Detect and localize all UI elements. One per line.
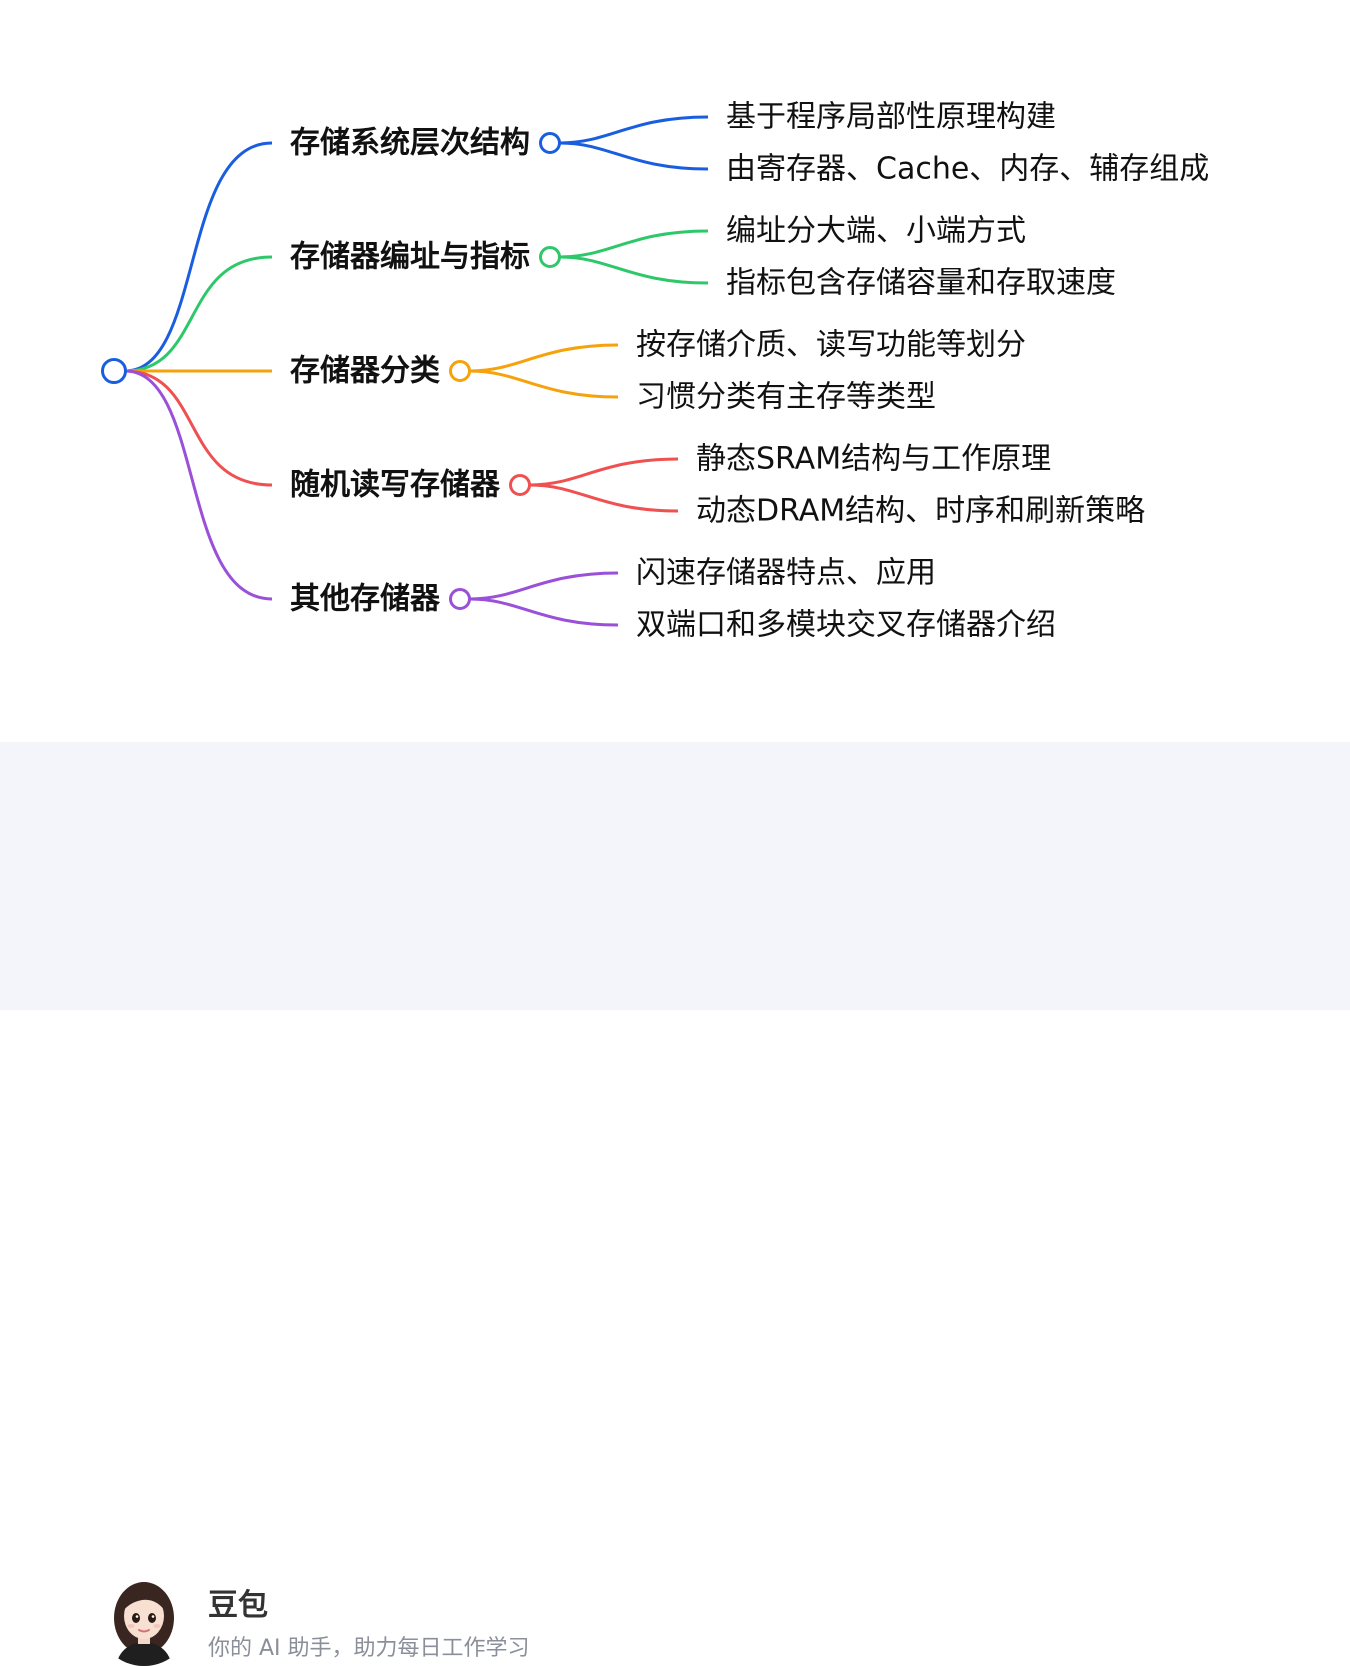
leaf-connector (559, 229, 709, 259)
mindmap-diagram: 存储系统层次结构 基于程序局部性原理构建由寄存器、Cache、内存、辅存组成存储器… (101, 100, 1209, 643)
leaf-connector (529, 483, 679, 513)
brand-tagline: 你的 AI 助手，助力每日工作学习 (208, 1636, 530, 1661)
branch-label[interactable]: 存储器分类 (290, 354, 440, 389)
branch-node[interactable] (509, 474, 531, 496)
avatar (96, 1570, 192, 1666)
leaf-connector (469, 369, 619, 399)
leaf-label[interactable]: 双端口和多模块交叉存储器介绍 (636, 608, 1056, 643)
branch-node[interactable] (449, 360, 471, 382)
branch-node[interactable] (539, 132, 561, 154)
branch-connector (124, 369, 273, 601)
mindmap-nodes: 存储系统层次结构 基于程序局部性原理构建由寄存器、Cache、内存、辅存组成存储器… (290, 100, 1209, 643)
branch-connector (124, 255, 273, 373)
leaf-label[interactable]: 由寄存器、Cache、内存、辅存组成 (726, 152, 1209, 187)
leaf-connector (559, 115, 709, 145)
leaf-label[interactable]: 动态DRAM结构、时序和刷新策略 (696, 494, 1145, 529)
leaf-label[interactable]: 静态SRAM结构与工作原理 (696, 442, 1051, 477)
leaf-label[interactable]: 编址分大端、小端方式 (726, 214, 1026, 249)
leaf-connector (469, 597, 619, 627)
leaf-label[interactable]: 闪速存储器特点、应用 (636, 556, 936, 591)
avatar-illustration (96, 1570, 192, 1666)
mindmap-edges (124, 115, 709, 627)
branch-label[interactable]: 存储系统层次结构 (290, 126, 530, 161)
leaf-label[interactable]: 指标包含存储容量和存取速度 (726, 266, 1116, 301)
branch-label[interactable]: 随机读写存储器 (290, 468, 501, 503)
leaf-connector (469, 343, 619, 373)
branch-connector (124, 369, 273, 487)
footer-banner: 豆包 你的 AI 助手，助力每日工作学习 (0, 742, 1350, 1666)
leaf-connector (559, 255, 709, 285)
root-node[interactable] (101, 358, 127, 384)
leaf-connector (529, 457, 679, 487)
leaf-label[interactable]: 习惯分类有主存等类型 (636, 380, 936, 415)
branch-label[interactable]: 其他存储器 (290, 582, 441, 617)
branch-label[interactable]: 存储器编址与指标 (290, 240, 530, 275)
branch-connector (124, 141, 273, 373)
brand-name: 豆包 (208, 1588, 268, 1623)
branch-node[interactable] (449, 588, 471, 610)
leaf-label[interactable]: 基于程序局部性原理构建 (726, 100, 1056, 135)
leaf-connector (559, 141, 709, 171)
leaf-connector (469, 571, 619, 601)
branch-node[interactable] (539, 246, 561, 268)
leaf-label[interactable]: 按存储介质、读写功能等划分 (636, 328, 1026, 363)
